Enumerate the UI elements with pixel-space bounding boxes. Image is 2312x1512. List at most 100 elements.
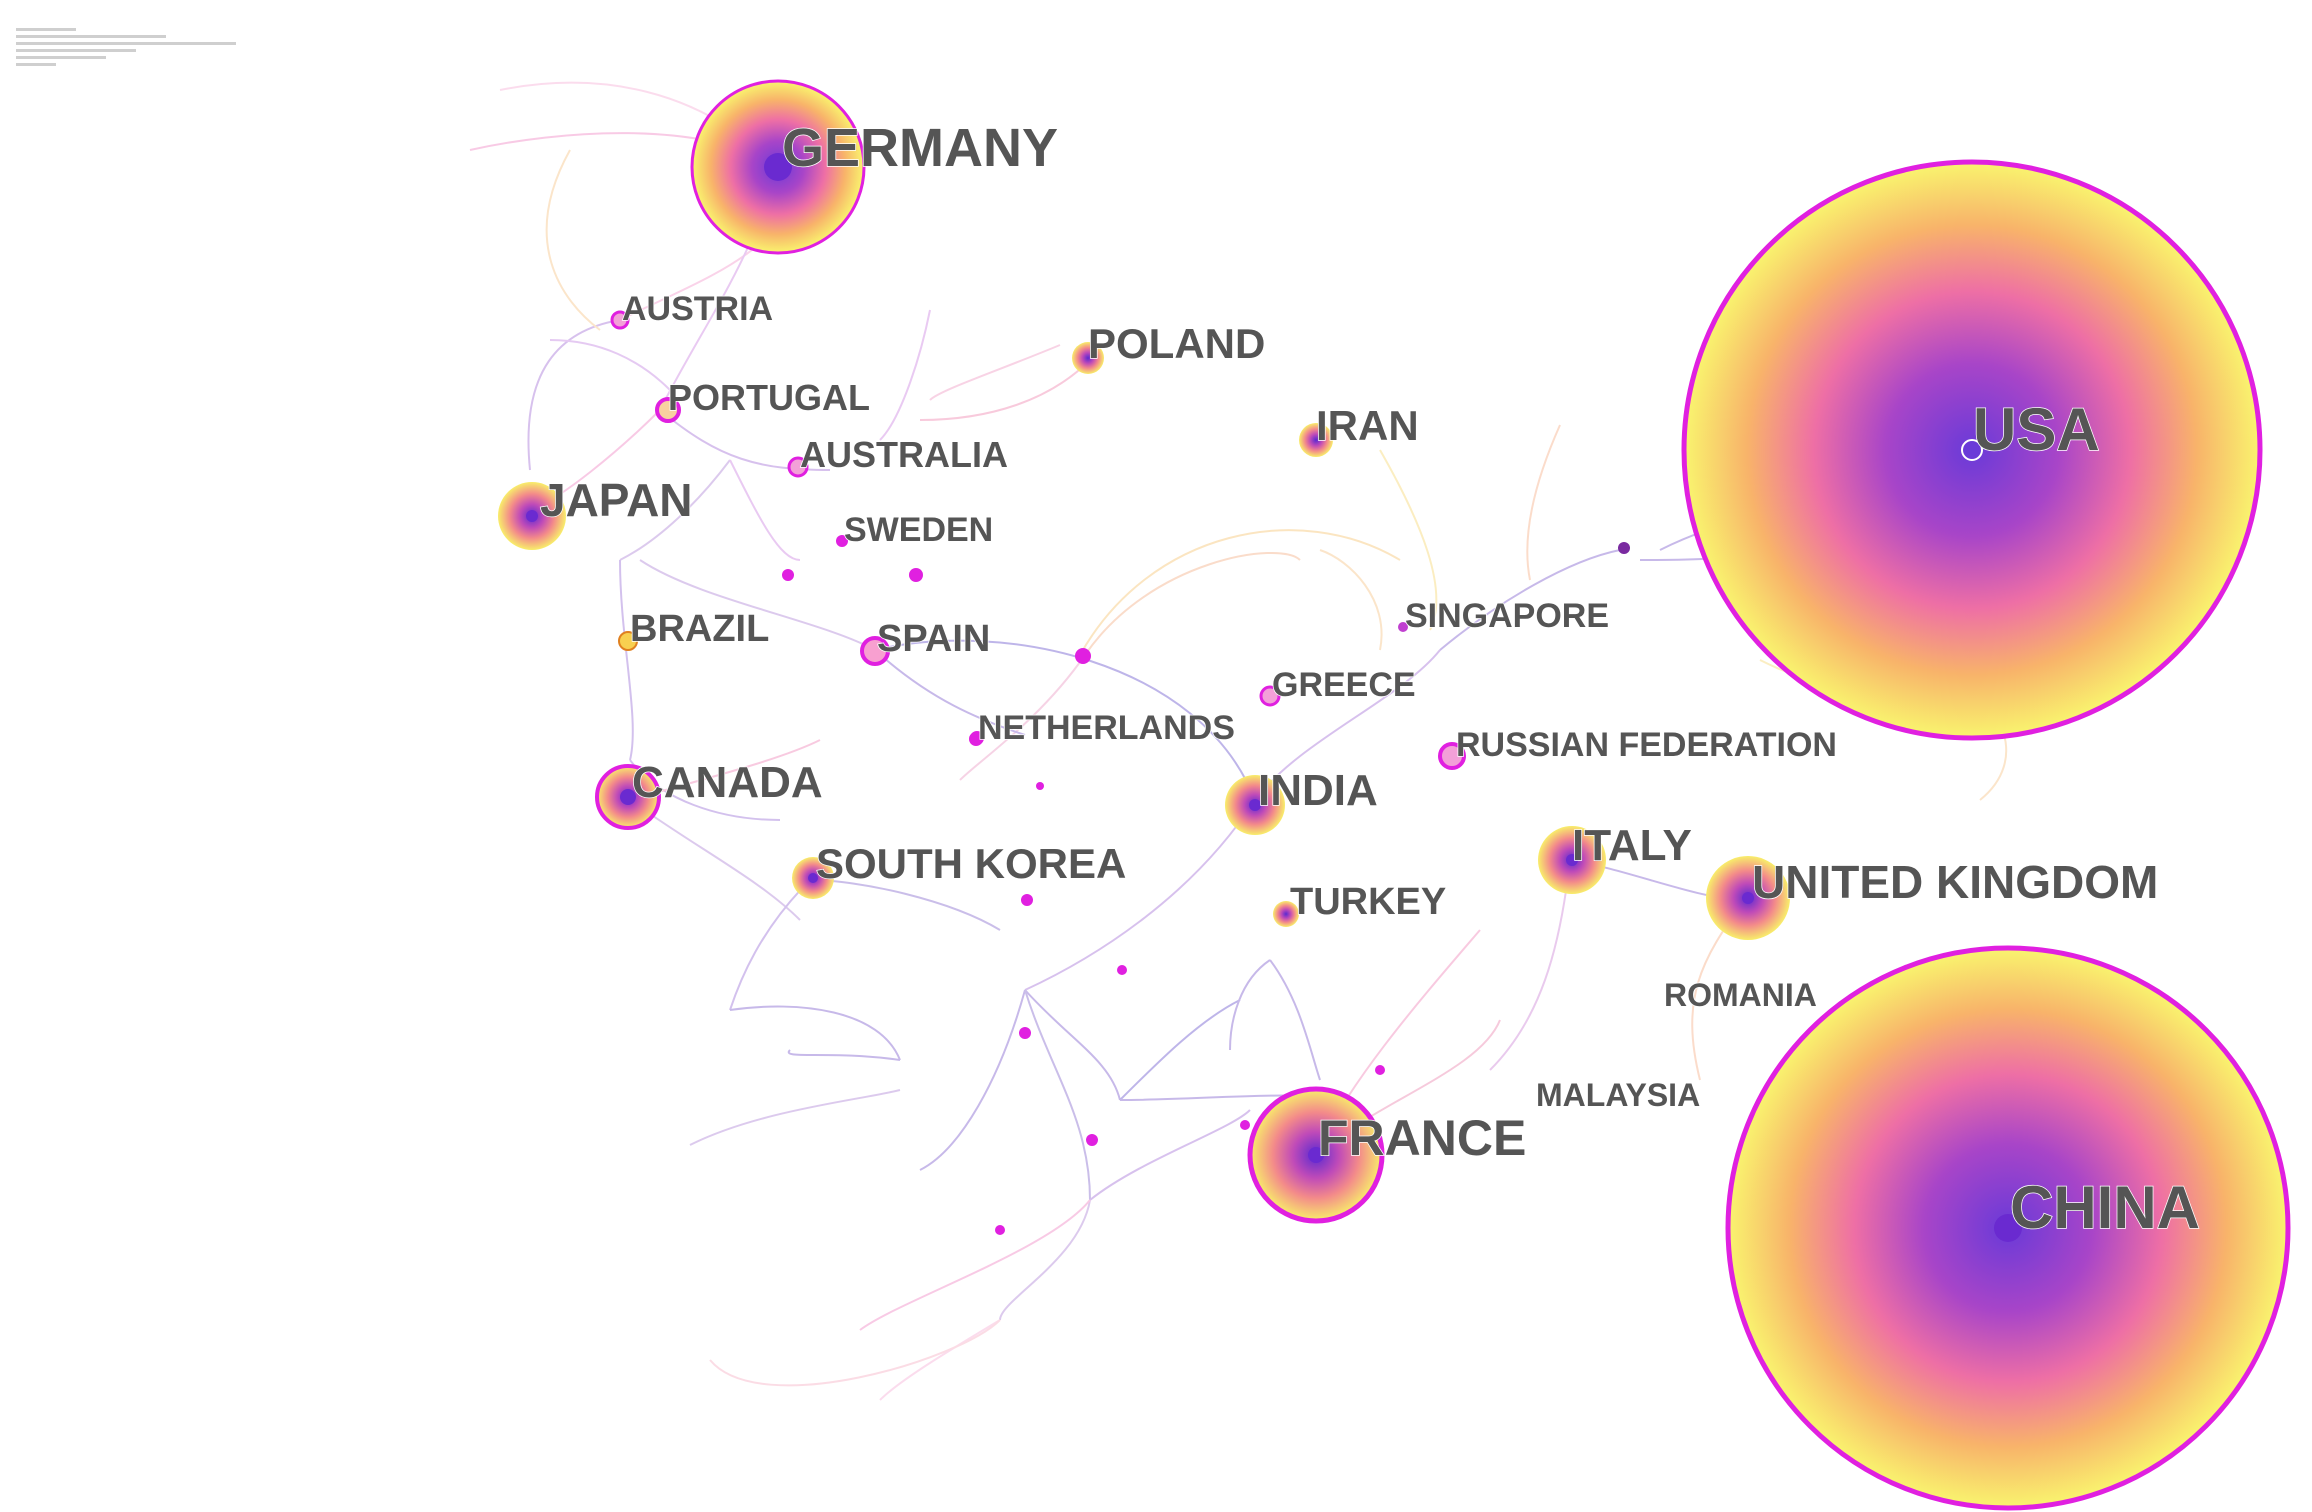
node-label: SOUTH KOREA [816, 840, 1126, 887]
node-label: ROMANIA [1664, 977, 1817, 1013]
node-label: GERMANY [782, 118, 1058, 178]
node-label: JAPAN [540, 474, 693, 526]
node-label: AUSTRALIA [800, 434, 1008, 475]
edge [1254, 649, 1441, 801]
edge [1439, 549, 1621, 651]
united-kingdom-node[interactable] [1706, 856, 1790, 940]
edge [879, 309, 931, 441]
usa-node[interactable] [1681, 159, 2263, 741]
node-label: FRANCE [1318, 1110, 1526, 1166]
edge [1319, 549, 1383, 651]
australia-node[interactable] [787, 456, 809, 478]
canada-node[interactable] [595, 764, 661, 830]
minor-node [1240, 1120, 1250, 1130]
edge [787, 1049, 901, 1061]
node-label: ITALY [1572, 821, 1692, 870]
edge [629, 799, 801, 921]
edge [999, 1199, 1091, 1321]
edge [1089, 1109, 1251, 1201]
edge [729, 459, 801, 561]
edge [859, 1199, 1091, 1331]
edge [1024, 989, 1091, 1201]
russian-federation-node[interactable] [1438, 742, 1466, 770]
edge [689, 1089, 901, 1146]
edge [1229, 959, 1271, 1051]
edge [1084, 551, 1301, 656]
india-node[interactable] [1225, 775, 1285, 835]
edge [1379, 449, 1438, 631]
node-label: MALAYSIA [1536, 1077, 1700, 1113]
edge [545, 149, 601, 331]
italy-node[interactable] [1538, 826, 1606, 894]
minor-node [1036, 782, 1044, 790]
node-label: SWEDEN [844, 511, 993, 549]
node-label: AUSTRIA [622, 290, 773, 328]
edge [1526, 424, 1561, 581]
minor-node [909, 568, 923, 582]
node-label: TURKEY [1290, 881, 1446, 923]
node-label: PORTUGAL [668, 377, 870, 418]
edge [874, 649, 1026, 736]
minor-node [1086, 1134, 1098, 1146]
labels-group: GERMANY USA CHINA FRANCE JAPAN CANADA IN… [539, 117, 2201, 1242]
edge [929, 344, 1061, 401]
austria-node[interactable] [610, 310, 630, 330]
edge [959, 654, 1086, 781]
minor-node [995, 1225, 1005, 1235]
node-label: RUSSIAN FEDERATION [1456, 726, 1837, 764]
france-node[interactable] [1247, 1086, 1385, 1224]
node-label: NETHERLANDS [978, 709, 1235, 747]
edge [619, 559, 634, 761]
china-node[interactable] [1725, 945, 2291, 1511]
node-label: UNITED KINGDOM [1752, 856, 2158, 908]
node-label: SPAIN [877, 618, 990, 660]
node-label: IRAN [1316, 402, 1419, 449]
sweden-node[interactable] [836, 535, 848, 547]
legend-text-block [16, 24, 246, 104]
node-label: USA [1973, 396, 2100, 463]
greece-node[interactable] [1259, 685, 1281, 707]
germany-node[interactable] [690, 79, 866, 255]
edge [639, 559, 876, 651]
node-label: CANADA [632, 758, 823, 807]
minor-node [1375, 1065, 1385, 1075]
poland-node[interactable] [1072, 342, 1104, 374]
edge [619, 459, 731, 561]
edge [1079, 529, 1401, 656]
minor-node [1117, 965, 1127, 975]
edge [874, 639, 1256, 801]
turkey-node[interactable] [1273, 901, 1299, 927]
spain-node[interactable] [860, 636, 890, 666]
edge [1269, 959, 1321, 1081]
edge [709, 1319, 1001, 1387]
iran-node[interactable] [1299, 423, 1333, 457]
edge [1024, 989, 1121, 1101]
south-korea-node[interactable] [792, 857, 834, 899]
minor-node [1075, 648, 1091, 664]
minor-node [1021, 894, 1033, 906]
node-label: BRAZIL [630, 608, 769, 650]
edge [1024, 799, 1256, 991]
edge [549, 339, 671, 391]
node-label: GREECE [1272, 666, 1416, 704]
node-label: INDIA [1258, 766, 1378, 815]
netherlands-node[interactable] [969, 732, 983, 746]
edge [809, 879, 1001, 931]
edge [527, 319, 621, 471]
node-label: CHINA [2010, 1174, 2200, 1241]
minor-node [1618, 542, 1630, 554]
brazil-node[interactable] [618, 631, 638, 651]
minor-node [782, 569, 794, 581]
singapore-node[interactable] [1398, 622, 1408, 632]
edge [729, 1005, 901, 1061]
node-label: POLAND [1088, 320, 1265, 367]
edge [919, 359, 1091, 421]
edge [1119, 999, 1241, 1101]
portugal-node[interactable] [655, 397, 681, 423]
edge [919, 989, 1026, 1171]
edge [879, 1319, 1001, 1401]
node-label: SINGAPORE [1405, 597, 1609, 635]
japan-node[interactable] [498, 482, 566, 550]
minor-node [1019, 1027, 1031, 1039]
